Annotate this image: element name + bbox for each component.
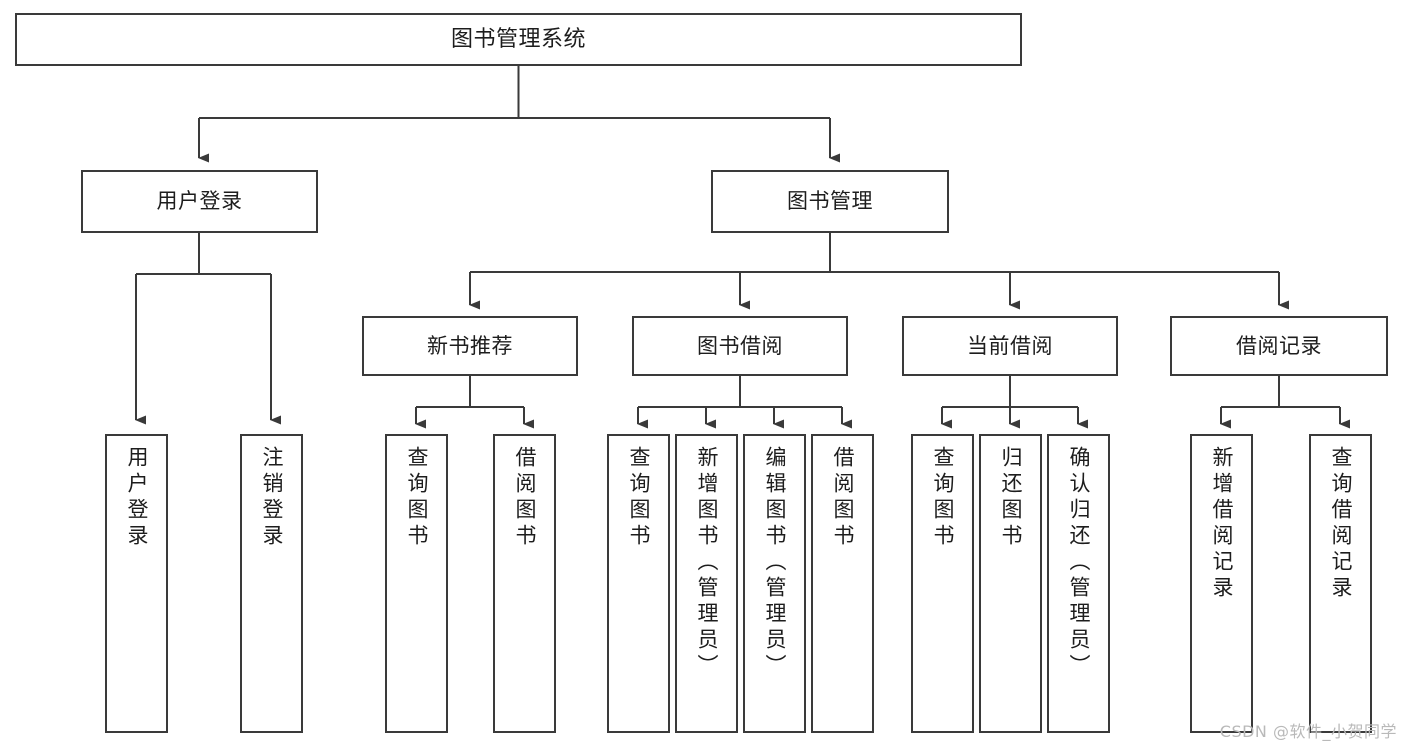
leaf-borrow-record-query-record[interactable]: 查询借阅记录 — [1309, 434, 1372, 733]
node-label: 查询借阅记录 — [1329, 446, 1353, 602]
leaf-current-borrow-return-book[interactable]: 归还图书 — [979, 434, 1042, 733]
leaf-new-book-borrow-book[interactable]: 借阅图书 — [493, 434, 556, 733]
node-label: 用户登录 — [125, 446, 149, 550]
leaf-user-login-logout[interactable]: 注销登录 — [240, 434, 303, 733]
node-label: 查询图书 — [627, 446, 651, 550]
node-label: 用户登录 — [156, 189, 243, 214]
node-label: 归还图书 — [999, 446, 1023, 550]
node-label: 借阅记录 — [1236, 333, 1322, 358]
node-book-borrow[interactable]: 图书借阅 — [632, 316, 848, 376]
leaf-book-borrow-edit-book-admin[interactable]: 编辑图书（管理员） — [743, 434, 806, 733]
node-label: 确认归还（管理员） — [1067, 446, 1091, 680]
leaf-book-borrow-add-book-admin[interactable]: 新增图书（管理员） — [675, 434, 738, 733]
leaf-book-borrow-query-book[interactable]: 查询图书 — [607, 434, 670, 733]
leaf-new-book-query-book[interactable]: 查询图书 — [385, 434, 448, 733]
node-label: 注销登录 — [260, 446, 284, 550]
node-label: 图书借阅 — [697, 333, 783, 358]
node-label: 新书推荐 — [427, 333, 513, 358]
node-label: 新增借阅记录 — [1210, 446, 1234, 602]
node-root-book-management-system[interactable]: 图书管理系统 — [15, 13, 1022, 66]
leaf-current-borrow-query-book[interactable]: 查询图书 — [911, 434, 974, 733]
leaf-current-borrow-confirm-return-admin[interactable]: 确认归还（管理员） — [1047, 434, 1110, 733]
csdn-watermark: CSDN @软件_小贺同学 — [1219, 722, 1397, 741]
node-label: 编辑图书（管理员） — [763, 446, 787, 680]
node-label: 借阅图书 — [513, 446, 537, 550]
node-label: 查询图书 — [931, 446, 955, 550]
node-label: 图书管理 — [787, 189, 873, 214]
node-label: 查询图书 — [405, 446, 429, 550]
node-borrow-record[interactable]: 借阅记录 — [1170, 316, 1388, 376]
node-new-book-recommend[interactable]: 新书推荐 — [362, 316, 578, 376]
leaf-borrow-record-add-record[interactable]: 新增借阅记录 — [1190, 434, 1253, 733]
node-label: 当前借阅 — [967, 333, 1053, 358]
leaf-book-borrow-borrow-book[interactable]: 借阅图书 — [811, 434, 874, 733]
node-label: 新增图书（管理员） — [695, 446, 719, 680]
leaf-user-login-login[interactable]: 用户登录 — [105, 434, 168, 733]
node-book-management[interactable]: 图书管理 — [711, 170, 949, 233]
node-label: 借阅图书 — [831, 446, 855, 550]
node-current-borrow[interactable]: 当前借阅 — [902, 316, 1118, 376]
node-label: 图书管理系统 — [450, 26, 586, 52]
node-user-login[interactable]: 用户登录 — [81, 170, 318, 233]
